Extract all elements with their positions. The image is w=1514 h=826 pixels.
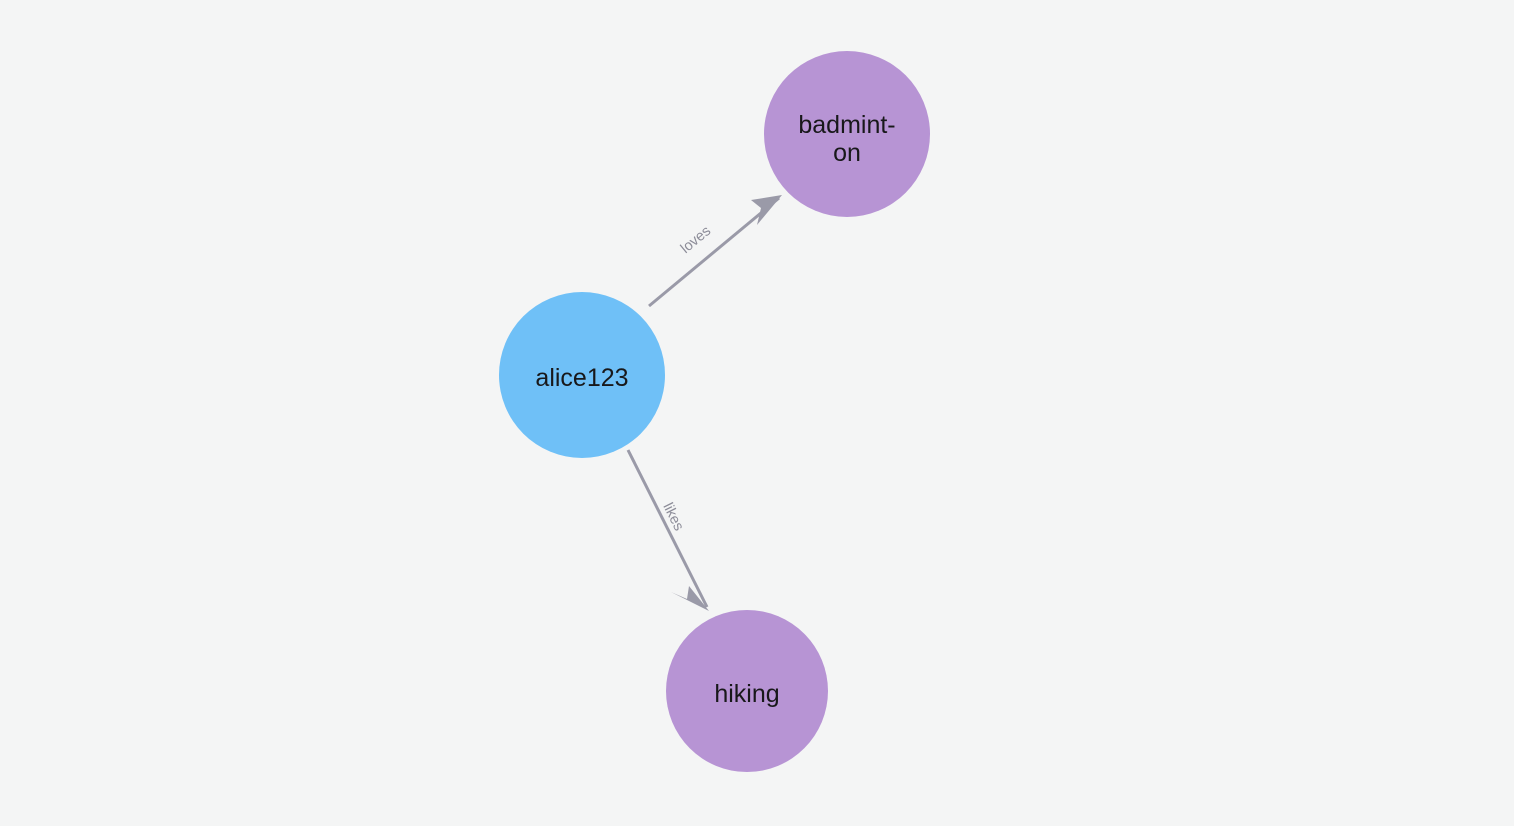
node-alice123[interactable]: alice123 [499,292,665,458]
node-circle[interactable] [764,51,930,217]
edge-line [648,196,780,308]
edge-alice123-loves-badminton[interactable]: loves [648,195,782,308]
edge-arrowhead [671,586,709,611]
edge-label-likes: likes [659,500,686,533]
node-circle[interactable] [666,610,828,772]
edge-arrowhead [751,195,782,225]
node-hiking[interactable]: hiking [666,610,828,772]
edge-line [626,449,709,608]
edge-label-loves: loves [678,223,714,257]
node-badminton[interactable]: badmint- on [764,51,930,217]
node-layer: alice123 badmint- on hiking [499,51,930,772]
node-circle[interactable] [499,292,665,458]
edge-alice123-likes-hiking[interactable]: likes [626,449,709,611]
